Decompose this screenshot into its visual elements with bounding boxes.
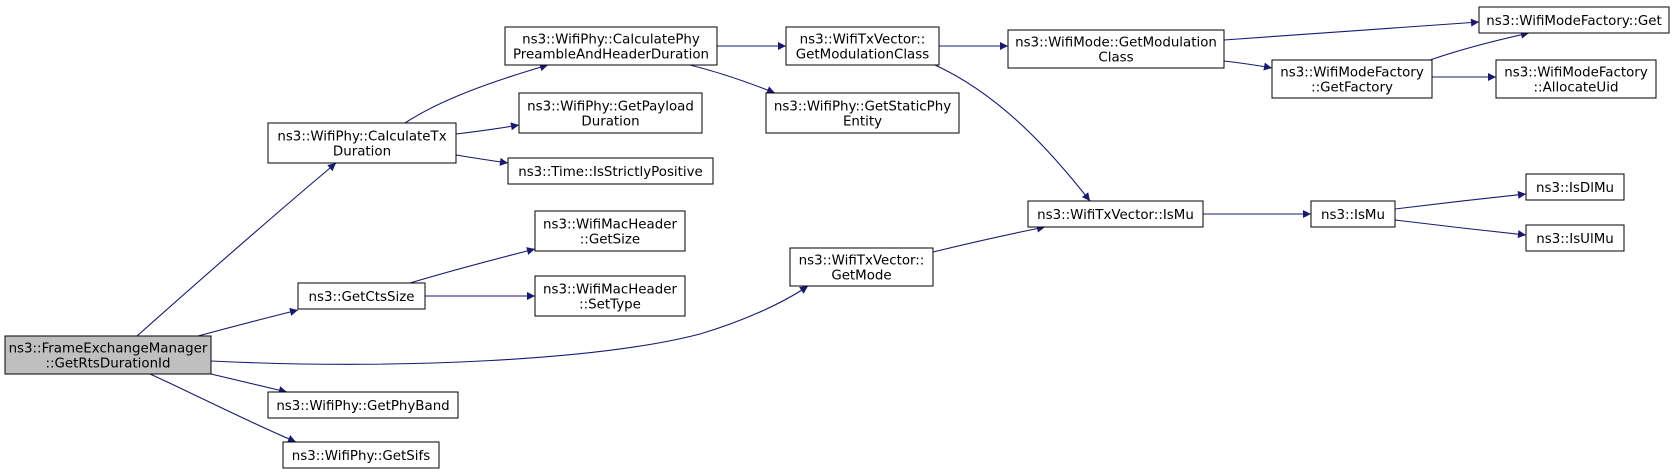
edge-modeModClass-to-factGetFactory (1223, 60, 1273, 71)
node-box (1478, 6, 1670, 34)
edge-root-to-calcTx (136, 162, 337, 337)
edge-isMu-to-isUlMu (1394, 219, 1527, 239)
node-label: ns3::WifiMode::GetModulation (1015, 36, 1217, 51)
node-label: ns3::WifiMacHeader (543, 218, 677, 233)
node-box (1271, 59, 1433, 99)
node-root[interactable]: ns3::FrameExchangeManager::GetRtsDuratio… (4, 335, 212, 375)
node-factAlloc[interactable]: ns3::WifiModeFactory::AllocateUid (1495, 59, 1657, 99)
node-label: ns3::WifiPhy::GetPayload (527, 100, 694, 115)
node-box (507, 157, 714, 185)
node-label: ::GetSize (580, 233, 640, 248)
edge-root-to-ctsSize (197, 308, 299, 337)
node-factGetFactory[interactable]: ns3::WifiModeFactory::GetFactory (1271, 59, 1433, 99)
node-modeModClass[interactable]: ns3::WifiMode::GetModulationClass (1007, 29, 1225, 69)
node-box (789, 247, 934, 287)
node-box (1495, 59, 1657, 99)
edge-factGetFactory-to-factGet (1429, 30, 1530, 61)
node-factGet[interactable]: ns3::WifiModeFactory::Get (1478, 6, 1670, 34)
node-label: ns3::WifiPhy::GetStaticPhy (774, 100, 951, 115)
edge-isMu-to-isDlMu (1394, 190, 1527, 210)
node-label: ns3::WifiPhy::CalculateTx (277, 130, 446, 145)
node-label: ns3::GetCtsSize (309, 290, 415, 305)
node-phyBand[interactable]: ns3::WifiPhy::GetPhyBand (267, 391, 459, 419)
edges-layer (136, 18, 1530, 443)
node-label: ::AllocateUid (1534, 81, 1619, 96)
node-label: ns3::WifiModeFactory (1280, 66, 1424, 81)
node-isMu[interactable]: ns3::IsMu (1310, 200, 1396, 228)
node-box (267, 391, 459, 419)
edge-modeModClass-to-factGet (1223, 18, 1480, 41)
node-txIsMu[interactable]: ns3::WifiTxVector::IsMu (1027, 200, 1204, 228)
node-strict[interactable]: ns3::Time::IsStrictlyPositive (507, 157, 714, 185)
edge-root-to-getMode (210, 285, 809, 365)
node-label: ns3::IsMu (1321, 208, 1385, 223)
node-box (1310, 200, 1396, 228)
node-box (1525, 224, 1625, 252)
node-box (4, 335, 212, 375)
node-box (297, 282, 426, 310)
node-label: ns3::WifiTxVector::IsMu (1037, 208, 1194, 223)
node-label: ns3::WifiMacHeader (543, 283, 677, 298)
node-macGetSize[interactable]: ns3::WifiMacHeader::GetSize (534, 210, 686, 252)
edge-ctsSize-to-macGetSize (409, 247, 536, 284)
node-calcPre[interactable]: ns3::WifiPhy::CalculatePhyPreambleAndHea… (504, 26, 718, 66)
edge-root-to-phyBand (210, 373, 288, 395)
node-box (1027, 200, 1204, 228)
node-isDlMu[interactable]: ns3::IsDlMu (1525, 173, 1625, 201)
node-label: Duration (333, 145, 391, 160)
node-label: ns3::IsUlMu (1536, 232, 1614, 247)
node-ctsSize[interactable]: ns3::GetCtsSize (297, 282, 426, 310)
node-label: ns3::WifiPhy::CalculatePhy (522, 33, 700, 48)
node-box (518, 92, 703, 134)
node-label: ns3::FrameExchangeManager (9, 342, 208, 357)
node-getMode[interactable]: ns3::WifiTxVector::GetMode (789, 247, 934, 287)
node-label: ns3::WifiPhy::GetPhyBand (276, 399, 449, 414)
node-box (534, 210, 686, 252)
node-box (1007, 29, 1225, 69)
node-box (765, 92, 960, 134)
node-box (282, 441, 440, 469)
node-box (1525, 173, 1625, 201)
edge-modClass-to-txIsMu (934, 64, 1091, 202)
node-label: ns3::Time::IsStrictlyPositive (518, 165, 703, 180)
node-label: PreambleAndHeaderDuration (513, 48, 709, 63)
edge-calcTx-to-calcPre (404, 63, 549, 124)
node-label: ns3::WifiModeFactory::Get (1486, 14, 1661, 29)
node-label: ns3::WifiPhy::GetSifs (292, 449, 430, 464)
edge-calcPre-to-staticPhy (689, 64, 776, 94)
edge-root-to-sifs (149, 373, 297, 443)
node-label: ::GetRtsDurationId (45, 357, 170, 372)
node-macSetType[interactable]: ns3::WifiMacHeader::SetType (534, 275, 686, 317)
node-label: ns3::WifiTxVector:: (800, 33, 926, 48)
node-label: Duration (581, 115, 639, 130)
node-box (267, 122, 457, 164)
node-sifs[interactable]: ns3::WifiPhy::GetSifs (282, 441, 440, 469)
node-label: ns3::WifiTxVector:: (799, 254, 925, 269)
node-label: ns3::WifiModeFactory (1504, 66, 1648, 81)
edge-calcTx-to-strict (455, 154, 509, 166)
nodes-layer: ns3::FrameExchangeManager::GetRtsDuratio… (4, 6, 1670, 469)
node-isUlMu[interactable]: ns3::IsUlMu (1525, 224, 1625, 252)
node-label: Class (1098, 51, 1133, 66)
edge-getMode-to-txIsMu (932, 224, 1046, 253)
node-box (504, 26, 718, 66)
node-label: ::GetFactory (1311, 81, 1393, 96)
node-box (534, 275, 686, 317)
node-label: Entity (843, 115, 882, 130)
node-modClass[interactable]: ns3::WifiTxVector::GetModulationClass (785, 26, 940, 66)
node-label: GetModulationClass (796, 48, 929, 63)
node-label: GetMode (831, 269, 891, 284)
node-label: ns3::IsDlMu (1536, 181, 1614, 196)
node-box (785, 26, 940, 66)
edge-calcTx-to-payload (455, 122, 520, 135)
node-label: ::SetType (579, 298, 641, 313)
